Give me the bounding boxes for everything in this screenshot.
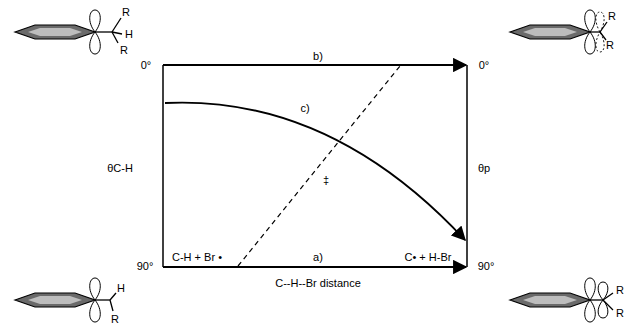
reactants-label: C-H + Br • — [172, 251, 222, 263]
axis-title: C--H--Br distance — [275, 277, 361, 289]
substituent-label: R — [616, 307, 624, 319]
path-label: c) — [300, 102, 309, 114]
products-label: C• + H-Br — [405, 251, 452, 263]
path-label: a) — [313, 251, 323, 263]
substituent-label: R — [111, 313, 119, 325]
substituent-label: R — [122, 6, 130, 18]
substituent-label: R — [616, 284, 624, 296]
axis-tick-label: 0° — [479, 59, 490, 71]
molecule-90deg-radical — [510, 278, 613, 322]
molecule-0deg-radical — [510, 10, 607, 54]
substituent-label: R — [120, 44, 128, 56]
axis-tick-label: 0° — [141, 59, 152, 71]
axis-title: θp — [478, 162, 490, 174]
substituent-label: R — [606, 39, 614, 51]
axis-tick-label: 90° — [137, 260, 154, 272]
path-label: b) — [313, 50, 323, 62]
substituent-label: H — [117, 282, 125, 294]
transition-state-label: ‡ — [323, 174, 329, 186]
substituent-label: H — [125, 28, 133, 40]
axis-tick-label: 90° — [478, 260, 495, 272]
molecule-0deg-ch — [15, 10, 122, 54]
substituent-label: R — [608, 10, 616, 22]
reaction-coordinate-plot — [163, 65, 467, 267]
molecule-90deg-ch — [15, 278, 116, 322]
axis-title: θC-H — [107, 162, 133, 174]
